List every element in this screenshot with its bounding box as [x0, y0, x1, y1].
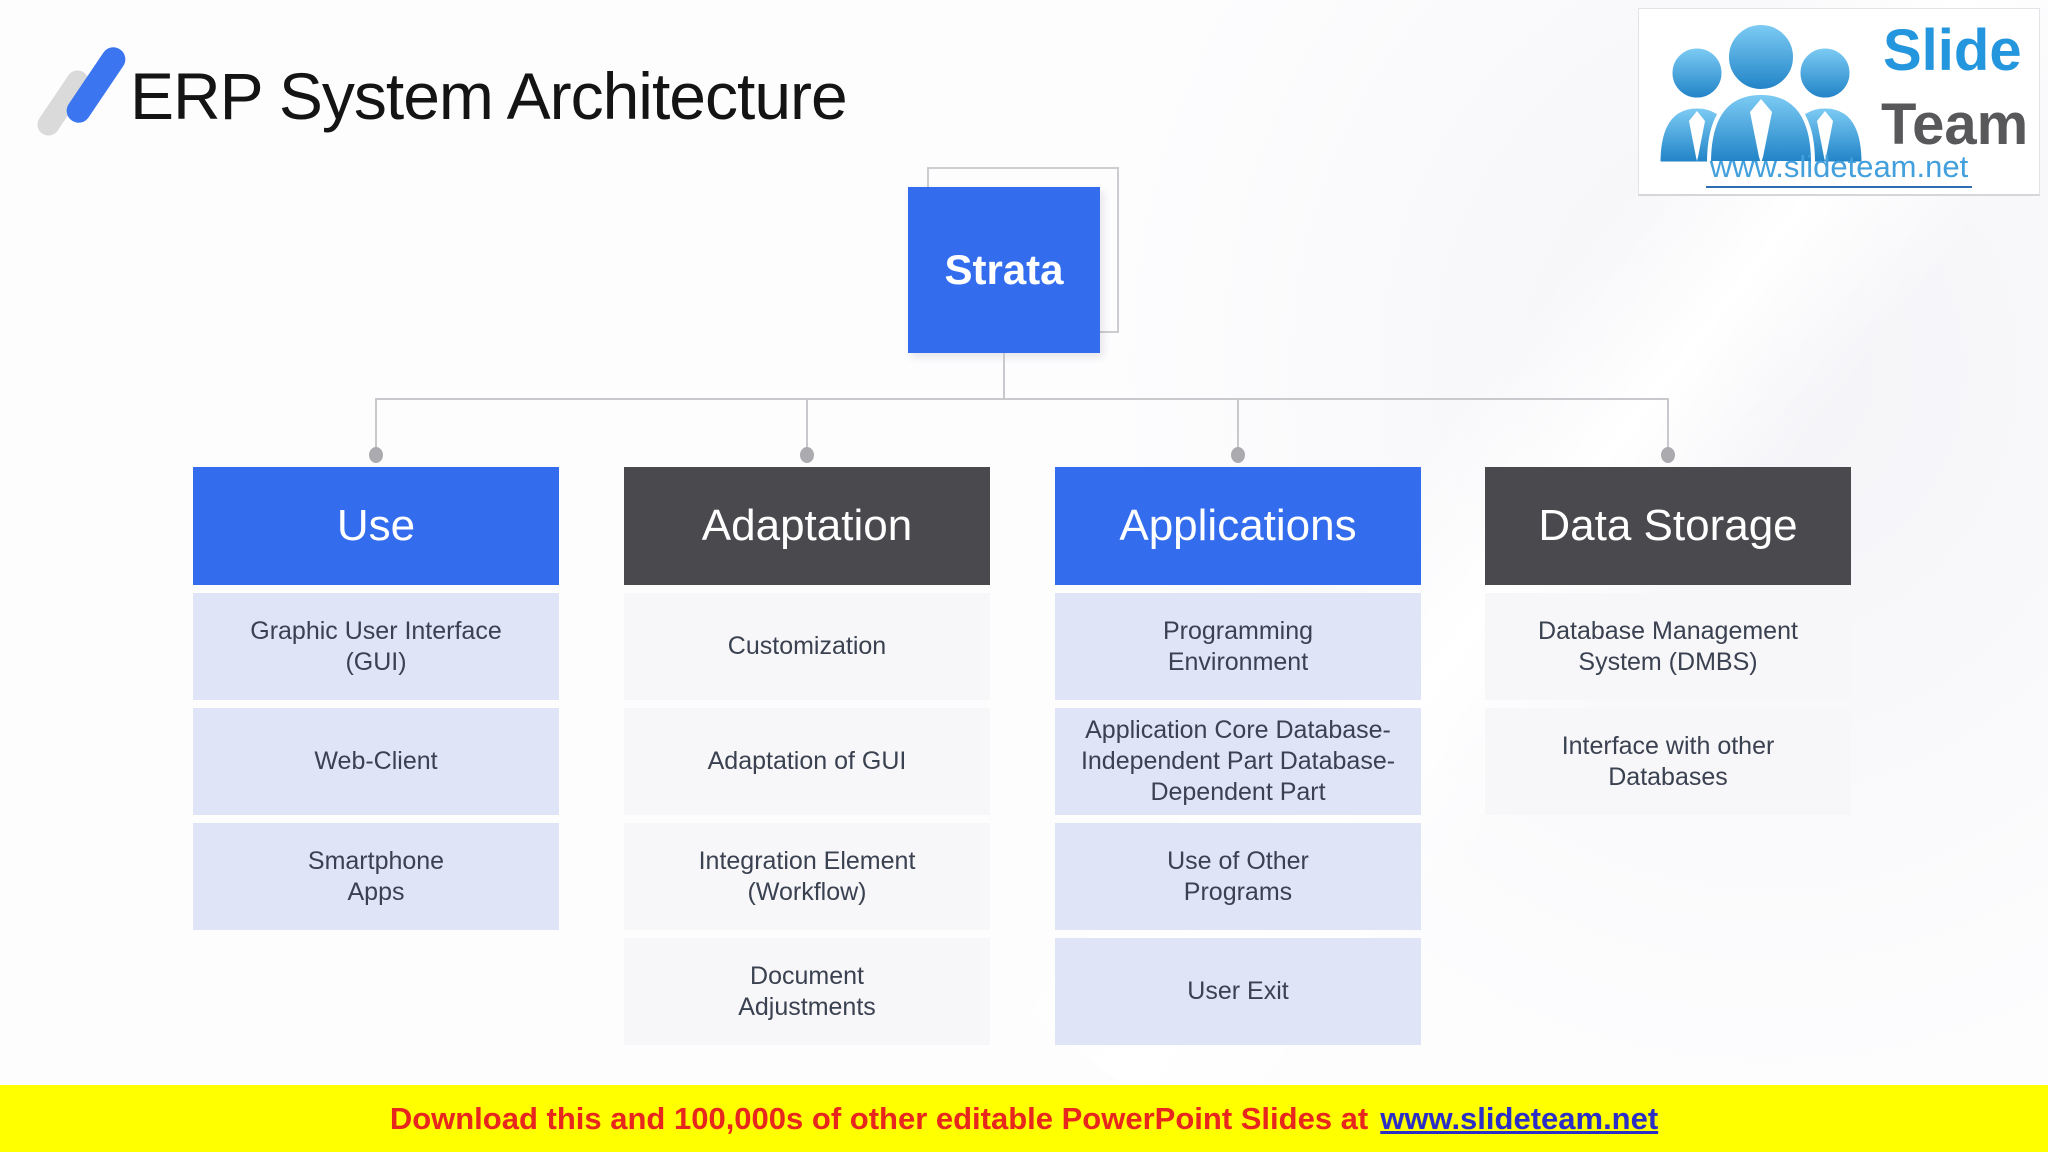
chart-item: Smartphone Apps — [193, 823, 559, 930]
connector-dot — [369, 447, 383, 463]
chart-item: Application Core Database- Independent P… — [1055, 708, 1421, 815]
connector-drop-line — [1667, 398, 1669, 449]
slideteam-logo: Slide Team www.slideteam.net — [1638, 8, 2040, 196]
connector-drop-line — [806, 398, 808, 449]
connector-dot — [800, 447, 814, 463]
chart-item: Use of Other Programs — [1055, 823, 1421, 930]
chart-item: Graphic User Interface (GUI) — [193, 593, 559, 700]
column-header: Use — [193, 467, 559, 585]
footer-banner: Download this and 100,000s of other edit… — [0, 1085, 2048, 1152]
page-title: ERP System Architecture — [130, 59, 848, 133]
chart-item: Interface with other Databases — [1485, 708, 1851, 815]
chart-item: Database Management System (DMBS) — [1485, 593, 1851, 700]
root-node: Strata — [908, 187, 1100, 353]
column-header: Applications — [1055, 467, 1421, 585]
connector-dot — [1661, 447, 1675, 463]
connector-drop-line — [375, 398, 377, 449]
chart-item: Integration Element (Workflow) — [624, 823, 990, 930]
chart-item: Web-Client — [193, 708, 559, 815]
footer-link[interactable]: www.slideteam.net — [1380, 1100, 1659, 1136]
connector-dot — [1231, 447, 1245, 463]
column-items: Database Management System (DMBS)Interfa… — [1485, 593, 1851, 815]
chart-item: Document Adjustments — [624, 938, 990, 1045]
people-icon — [1657, 21, 1865, 163]
column-header: Data Storage — [1485, 467, 1851, 585]
connector-root-stem — [1003, 353, 1005, 399]
logo-word-slide: Slide — [1883, 18, 2022, 83]
chart-item: Customization — [624, 593, 990, 700]
footer-message: Download this and 100,000s of other edit… — [389, 1100, 1369, 1136]
chart-item: User Exit — [1055, 938, 1421, 1045]
chart-item: Adaptation of GUI — [624, 708, 990, 815]
connector-cross-bar — [376, 398, 1668, 400]
logo-url-link[interactable]: www.slideteam.net — [1705, 149, 1973, 188]
chart-item: Programming Environment — [1055, 593, 1421, 700]
connector-drop-line — [1237, 398, 1239, 449]
logo-word-team: Team — [1881, 92, 2029, 157]
column-header: Adaptation — [624, 467, 990, 585]
